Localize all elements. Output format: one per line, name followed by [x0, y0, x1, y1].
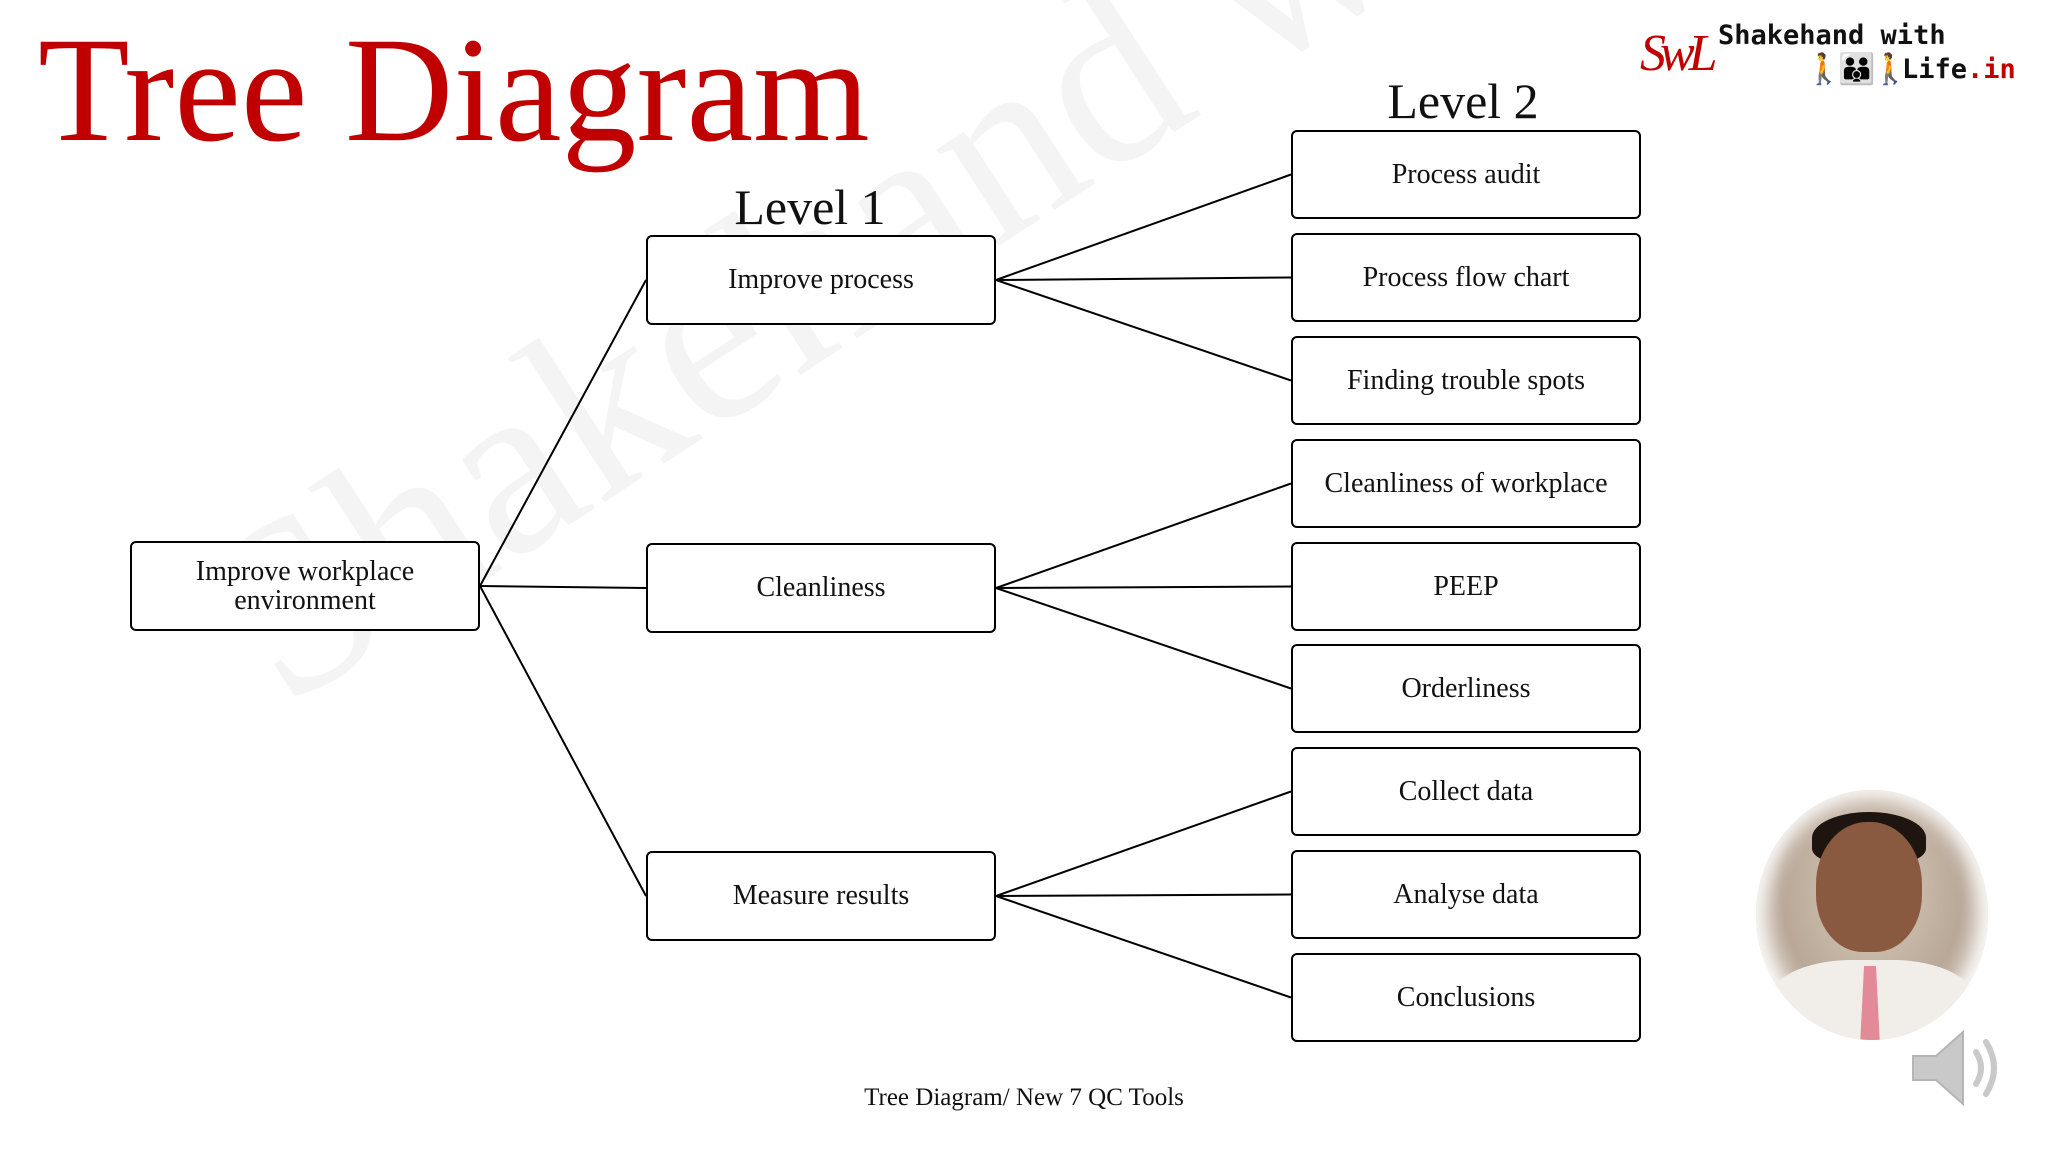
connector-level1-to-level2 — [995, 587, 1292, 690]
level2-node-analyse-data: Analyse data — [1291, 850, 1641, 939]
level2-node-label: Analyse data — [1393, 878, 1539, 910]
logo-life: Life — [1902, 54, 1968, 85]
people-icon: 🚶👪🚶 — [1805, 52, 1909, 87]
level2-node-peep: PEEP — [1291, 542, 1641, 631]
level2-node-label: Process audit — [1391, 158, 1541, 190]
level1-node-improve-process: Improve process — [646, 235, 996, 325]
connector-root-to-level1 — [479, 585, 647, 897]
connector-level1-to-level2 — [995, 279, 1292, 382]
presenter-tie — [1860, 966, 1880, 1040]
level1-node-measure-results: Measure results — [646, 851, 996, 941]
root-node: Improve workplace environment — [130, 541, 480, 631]
level2-node-label: Collect data — [1398, 775, 1534, 807]
logo-domain-suffix: .in — [1967, 54, 2016, 85]
level2-node-conclusions: Conclusions — [1291, 953, 1641, 1042]
level2-node-label: Finding trouble spots — [1346, 364, 1585, 396]
presenter-face — [1816, 822, 1922, 952]
logo-text-line1: Shakehand with — [1718, 20, 1946, 51]
connector-root-to-level1 — [479, 279, 647, 587]
level1-node-label: Measure results — [732, 880, 910, 912]
level2-node-collect-data: Collect data — [1291, 747, 1641, 836]
level1-node-cleanliness: Cleanliness — [646, 543, 996, 633]
level2-node-label: Process flow chart — [1362, 261, 1570, 293]
level2-node-process-flow-chart: Process flow chart — [1291, 233, 1641, 322]
level2-node-process-audit: Process audit — [1291, 130, 1641, 219]
speaker-icon[interactable] — [1908, 1018, 2008, 1118]
level2-node-orderliness: Orderliness — [1291, 644, 1641, 733]
logo-mark: SwL — [1640, 25, 1718, 82]
level2-node-cleanliness-of-workplace: Cleanliness of workplace — [1291, 439, 1641, 528]
slide-footer: Tree Diagram/ New 7 QC Tools — [864, 1084, 1184, 1111]
slide-title: Tree Diagram — [38, 7, 870, 173]
level-2-label: Level 2 — [1387, 73, 1539, 129]
logo-text-line2: Life.in — [1902, 54, 2016, 85]
level1-node-label: Cleanliness — [756, 572, 886, 604]
connector-level1-to-level2 — [995, 893, 1292, 897]
presenter-video[interactable] — [1756, 790, 1988, 1040]
connector-level1-to-level2 — [995, 482, 1292, 589]
connector-level1-to-level2 — [995, 790, 1292, 897]
connector-level1-to-level2 — [995, 276, 1292, 281]
connector-level1-to-level2 — [995, 895, 1292, 999]
level2-node-label: Cleanliness of workplace — [1324, 467, 1608, 499]
level1-node-label: Improve process — [728, 264, 914, 296]
level2-node-finding-trouble-spots: Finding trouble spots — [1291, 336, 1641, 425]
root-node-label: Improve workplace environment — [195, 555, 415, 616]
level2-node-label: Orderliness — [1401, 672, 1531, 704]
brand-logo: SwL Shakehand with 🚶👪🚶 Life.in — [1640, 18, 2016, 98]
connector-root-to-level1 — [479, 585, 647, 589]
connector-level1-to-level2 — [995, 585, 1292, 589]
level2-node-label: PEEP — [1433, 570, 1499, 602]
level2-node-label: Conclusions — [1396, 981, 1536, 1013]
connector-level1-to-level2 — [995, 173, 1292, 281]
level-1-label: Level 1 — [734, 179, 886, 235]
